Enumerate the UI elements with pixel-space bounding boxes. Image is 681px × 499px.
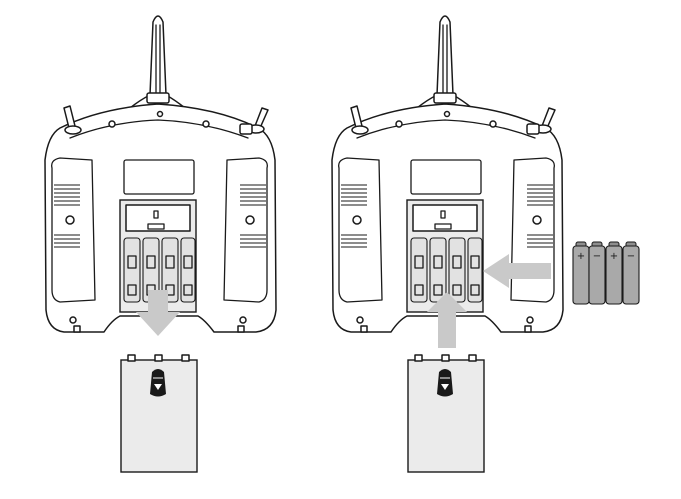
- battery-2: −: [588, 241, 606, 305]
- battery-1: +: [572, 241, 590, 305]
- down-arrow: [136, 290, 180, 336]
- left-arrow: [483, 254, 551, 288]
- transmitter-back-right: [331, 15, 564, 333]
- aa-batteries: + − + −: [572, 241, 640, 305]
- battery-cover-left: [120, 354, 198, 473]
- battery-2-sign: −: [593, 251, 601, 262]
- battery-3: +: [605, 241, 623, 305]
- battery-3-sign: +: [610, 251, 618, 262]
- battery-1-sign: +: [577, 251, 585, 262]
- battery-cover-right: [407, 354, 485, 473]
- transmitter-back-left: [44, 15, 277, 333]
- battery-4: −: [622, 241, 640, 305]
- panel-remove-cover: [44, 15, 277, 473]
- panel-insert-batteries: [331, 15, 564, 473]
- battery-4-sign: −: [627, 251, 635, 262]
- up-arrow: [427, 292, 467, 348]
